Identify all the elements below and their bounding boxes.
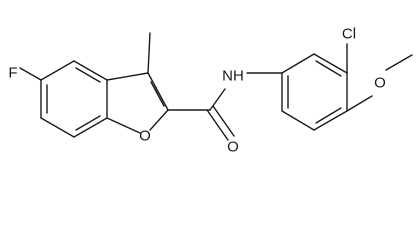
atom-fluorine: F <box>8 65 17 82</box>
bond <box>73 60 108 81</box>
bond <box>313 110 348 131</box>
atom-amide-nh: NH <box>222 68 244 85</box>
bond <box>73 117 108 138</box>
bond-carbonyl-n <box>209 88 226 111</box>
bond-methyl <box>147 32 151 74</box>
benzene-ring-fused <box>40 60 108 138</box>
bond <box>106 72 149 81</box>
bond-double-inner <box>75 115 101 131</box>
atom-chlorine: Cl <box>342 26 356 43</box>
bond <box>313 53 348 74</box>
bond <box>106 117 141 134</box>
bond-double-inner <box>315 60 342 77</box>
bond <box>147 72 169 111</box>
bond <box>40 117 75 138</box>
bond <box>149 109 169 131</box>
bond-double-inner <box>315 107 342 124</box>
bond <box>281 110 315 131</box>
bond <box>40 60 75 81</box>
furan-ring <box>106 72 169 134</box>
bond-carbonyl-double-a <box>206 109 229 141</box>
atom-oxygen-methoxy: O <box>374 75 386 92</box>
bond-o-ch3 <box>385 54 413 71</box>
benzene-ring-aryl <box>281 53 348 131</box>
bond-carbonyl-double-b <box>212 105 235 137</box>
atom-oxygen-carbonyl: O <box>227 139 239 156</box>
bond <box>281 53 315 74</box>
atom-oxygen-furan: O <box>139 128 151 145</box>
bond-c-f <box>19 67 42 81</box>
chemical-structure: F O O NH Cl O <box>8 26 413 156</box>
bond-double-inner <box>75 67 101 83</box>
bond-c-o <box>346 95 373 112</box>
bond-double-inner <box>150 81 165 107</box>
